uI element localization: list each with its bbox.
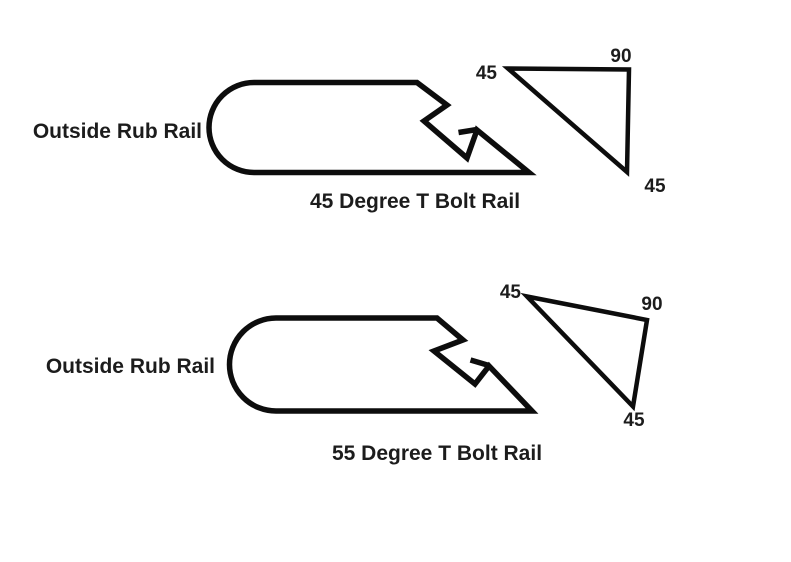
rail-45-tslot-lip — [458, 126, 478, 136]
angle-label-45-bottom: 45 — [644, 176, 666, 197]
angle-label-45-bottom-2: 45 — [623, 410, 645, 431]
outside-rub-rail-label-55: Outside Rub Rail — [46, 355, 215, 378]
angle-label-45-top-2: 45 — [500, 282, 522, 303]
caption-45-degree: 45 Degree T Bolt Rail — [310, 190, 520, 213]
outside-rub-rail-label-45: Outside Rub Rail — [33, 120, 202, 143]
rail-profile-45-outline — [206, 79, 537, 176]
angle-label-45-top: 45 — [476, 63, 498, 84]
angle-triangle-55 — [520, 292, 650, 412]
angle-triangle-45 — [501, 66, 632, 177]
angle-label-90-2: 90 — [641, 294, 662, 315]
section-45-degree: Outside Rub Rail 45 Degree T Bolt Rail 4… — [33, 46, 666, 213]
caption-55-degree: 55 Degree T Bolt Rail — [332, 442, 542, 465]
section-55-degree: Outside Rub Rail 55 Degree T Bolt Rail 4… — [46, 282, 663, 465]
angle-label-90: 90 — [610, 46, 631, 67]
rail-profile-55-outline — [226, 315, 539, 414]
rail-55-tslot-lip — [469, 357, 490, 369]
